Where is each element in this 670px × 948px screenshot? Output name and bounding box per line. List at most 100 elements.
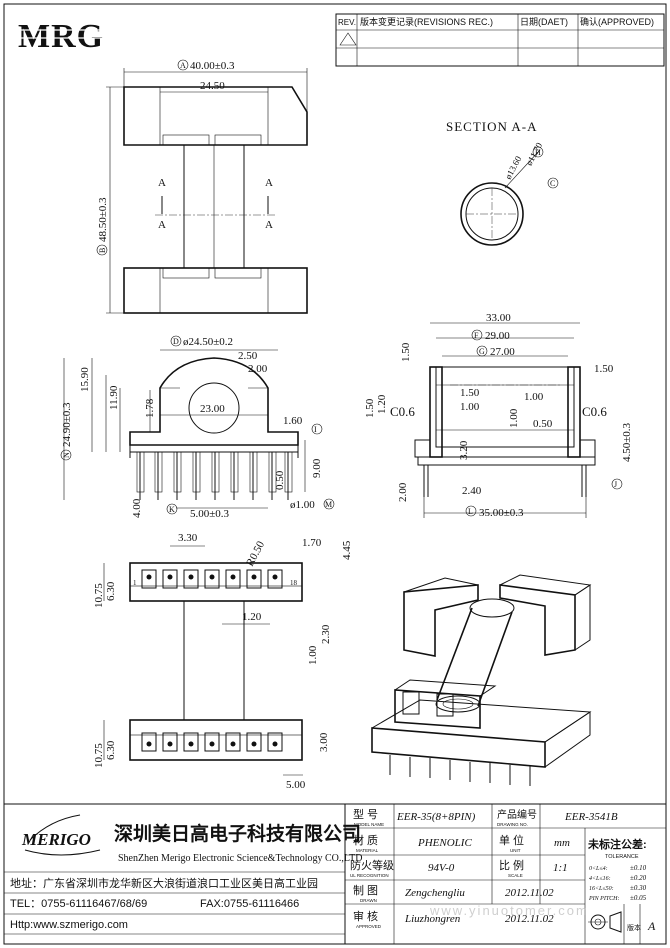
mark-i: I <box>314 425 317 434</box>
pitch-mark: K <box>169 505 175 514</box>
side-dim-2-40: 2.40 <box>462 485 482 497</box>
dim-4-00: 4.00 <box>131 498 143 518</box>
drawn-label-en: DRAWN <box>360 898 377 903</box>
bottom-dim-3-30: 3.30 <box>178 532 198 544</box>
logo-text: MRG <box>18 18 104 55</box>
bottom-pin-pads-bottom <box>141 732 283 752</box>
dim-1-78: 1.78 <box>144 398 156 418</box>
front-height-dim: 24.90±0.3 <box>61 402 73 447</box>
top-view: A A A A A 40.00±0.3 24.50 B 48.50±0.3 <box>96 59 308 314</box>
approved-label-en: APPROVED <box>356 924 382 929</box>
revision-triangle-icon <box>339 32 357 46</box>
bottom-dim-3-00: 3.00 <box>318 732 330 752</box>
company-fax: FAX:0755-61116466 <box>200 898 299 910</box>
model-value: EER-35(8+8PIN) <box>396 811 476 823</box>
tolerance-title: 未标注公差: <box>587 837 647 851</box>
front-pins <box>136 451 293 500</box>
material-value: PHENOLIC <box>417 837 472 849</box>
revision-table: REV. 版本变更记录(REVISIONS REC.) 日期(DAET) 确认(… <box>335 13 665 67</box>
mrg-logo: MRG <box>14 18 124 55</box>
pitch-dim: 5.00±0.3 <box>190 508 230 520</box>
tolerance-en: TOLERANCE <box>605 854 639 860</box>
side-dim-f: 29.00 <box>485 330 510 342</box>
tolerance-range-1: 0<L≤4: <box>589 865 608 872</box>
rev-header: REV. <box>338 18 356 27</box>
section-letter-a-left-top: A <box>158 177 166 189</box>
date-header: 日期(DAET) <box>520 17 568 27</box>
drawn-date: 2012.11.02 <box>505 887 554 899</box>
section-mark-c: C <box>550 179 555 188</box>
side-dim-1-00-right: 1.00 <box>524 391 544 403</box>
height-mark: B <box>98 248 107 253</box>
material-label-cn: 材 质 <box>353 833 378 847</box>
model-label-en: MODEL NAME <box>354 822 384 827</box>
version-label: 版本 <box>627 923 641 932</box>
dim-2-00: 2.00 <box>248 363 268 375</box>
dim-1-60: 1.60 <box>283 415 303 427</box>
bottom-dim-2-30: 2.30 <box>320 624 332 644</box>
side-base-dim: 35.00±0.3 <box>479 507 524 519</box>
ul-value: 94V-0 <box>428 862 455 874</box>
side-overall-dim: 33.00 <box>486 312 511 324</box>
side-dim-1-50-top: 1.50 <box>400 342 412 362</box>
dim-11-90: 11.90 <box>108 385 120 410</box>
side-view: 33.00 F 29.00 G 27.00 1.50 1.50 1.50 1.0… <box>364 312 633 519</box>
front-view: D ø24.50±0.2 2.50 2.00 23.00 15.90 11.90… <box>60 335 335 520</box>
bottom-dim-4-45: 4.45 <box>341 540 353 560</box>
top-height-dim: 48.50±0.3 <box>97 197 109 242</box>
version-value: A <box>647 919 656 933</box>
bottom-dim-1-00: 1.00 <box>307 645 319 665</box>
side-dim-1-50-left: 1.50 <box>364 398 376 418</box>
section-letter-a-right-bottom: A <box>265 219 273 231</box>
pin-18-label: 18 <box>290 579 298 587</box>
merigo-logo-text: MERIGO <box>21 830 91 849</box>
side-dim-1-50-mid: 1.50 <box>460 387 480 399</box>
bottom-dim-1-20: 1.20 <box>242 611 262 623</box>
company-website: Http:www.szmerigo.com <box>10 919 128 931</box>
bottom-dim-5-00: 5.00 <box>286 779 306 791</box>
flange-dim: ø24.50±0.2 <box>183 336 233 348</box>
bottom-radius: R0.50 <box>244 539 267 569</box>
approved-header: 确认(APPROVED) <box>580 16 654 27</box>
section-outer-dim: ø13.60 <box>503 154 524 181</box>
dim-2-50: 2.50 <box>238 350 258 362</box>
projection-symbol-icon <box>588 911 622 933</box>
scale-label-cn: 比 例 <box>499 858 524 872</box>
pin-1-label: 1 <box>133 579 137 587</box>
approved-date: 2012.11.02 <box>505 913 554 925</box>
section-title: SECTION A-A <box>446 119 538 134</box>
bottom-pin-pads-top <box>141 569 283 589</box>
scale-label-en: SCALE <box>508 873 523 878</box>
front-height-mark: N <box>62 452 71 458</box>
watermark-text: www.yinuotomer.com <box>429 903 589 918</box>
side-dim-g: 27.00 <box>490 346 515 358</box>
bottom-view: 1 18 3.30 R0.50 1.70 4.45 10.75 6.30 1.2… <box>93 532 353 791</box>
dim-9-00: 9.00 <box>311 458 323 478</box>
bottom-dim-10-75-top: 10.75 <box>93 583 105 608</box>
flange-mark: D <box>173 337 179 346</box>
title-block: MERIGO 深圳美日高电子科技有限公司 ShenZhen Merigo Ele… <box>3 803 667 945</box>
side-dim-1-00-mid: 1.00 <box>460 401 480 413</box>
width-mark: A <box>180 61 186 70</box>
tolerance-value-1: ±0.10 <box>630 864 647 872</box>
side-dim-4-50: 4.50±0.3 <box>621 422 633 462</box>
side-dim-0-50: 0.50 <box>533 418 553 430</box>
section-letter-a-left-bottom: A <box>158 219 166 231</box>
approved-label-cn: 审 核 <box>353 909 378 923</box>
unit-label-cn: 单 位 <box>499 833 524 847</box>
chamfer-right: C0.6 <box>582 404 607 419</box>
chamfer-left: C0.6 <box>390 404 415 419</box>
side-dim-3-20: 3.20 <box>458 440 470 460</box>
merigo-logo: MERIGO <box>21 814 101 856</box>
side-dim-2-00: 2.00 <box>397 482 409 502</box>
tolerance-range-2: 4<L≤16: <box>589 875 611 882</box>
top-width-dim: 40.00±0.3 <box>190 60 235 72</box>
drawing-no-label-en: DRAWING NO. <box>497 822 528 827</box>
isometric-view <box>371 574 592 786</box>
side-dim-1-20: 1.20 <box>376 394 388 414</box>
side-dim-1-00-v: 1.00 <box>508 408 520 428</box>
side-mark-l: L <box>468 507 473 516</box>
company-name-cn: 深圳美日高电子科技有限公司 <box>114 822 361 845</box>
drawing-no-value: EER-3541B <box>564 811 618 823</box>
